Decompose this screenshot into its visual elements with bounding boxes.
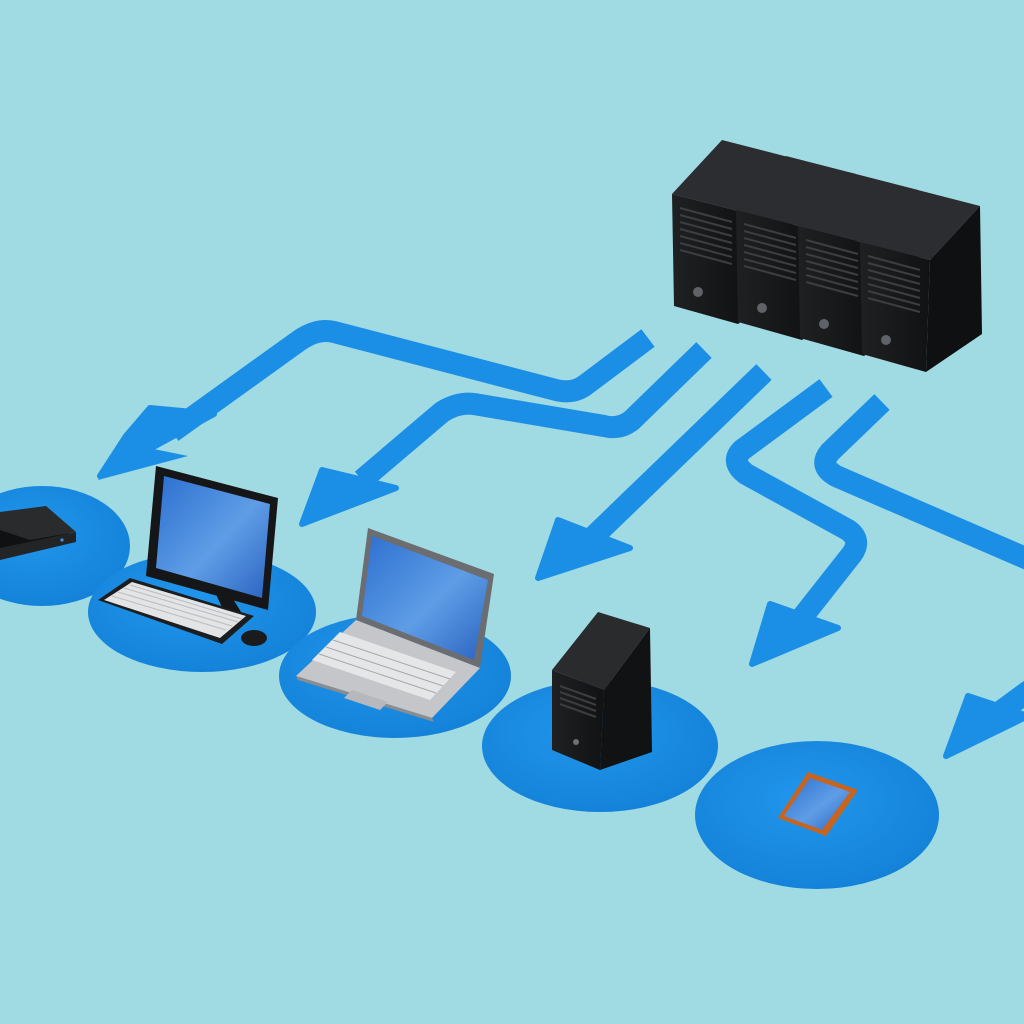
arrow-to-desktop bbox=[299, 342, 712, 527]
desktop-computer-icon bbox=[98, 466, 278, 646]
server-icon bbox=[860, 188, 982, 372]
arrow-to-tower bbox=[725, 379, 868, 667]
arrow-to-switch bbox=[97, 320, 655, 480]
tower-pc-icon bbox=[552, 612, 652, 770]
connection-arrows bbox=[97, 320, 1024, 759]
platforms bbox=[0, 486, 939, 889]
arrow-to-laptop bbox=[535, 364, 772, 581]
laptop-icon bbox=[296, 528, 494, 722]
smartphone-icon bbox=[778, 772, 858, 836]
arrow-to-phone bbox=[814, 394, 1024, 759]
network-switch-icon bbox=[0, 506, 76, 560]
server-rack bbox=[672, 140, 982, 372]
mouse-icon bbox=[241, 630, 267, 646]
